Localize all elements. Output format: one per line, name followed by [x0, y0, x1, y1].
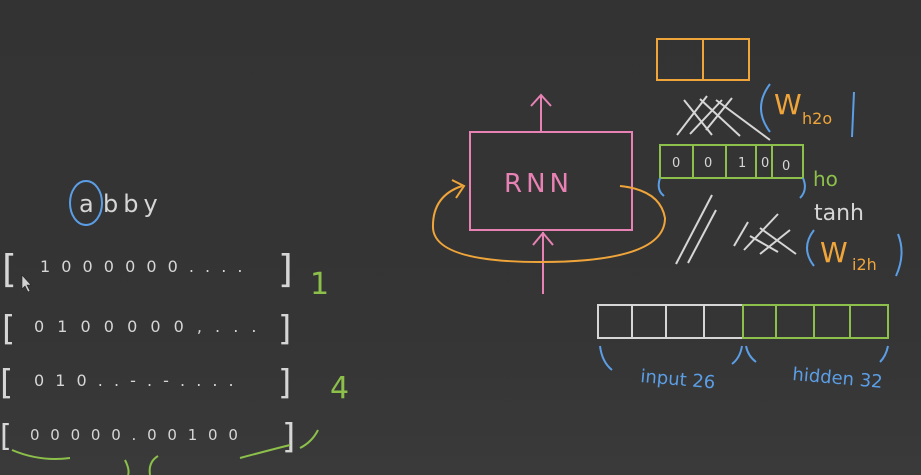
hidden-brace: [745, 345, 889, 363]
one-hot-matrix: [ 1 0 0 0 0 0 0 . . . . ] [ 0 1 0 0 0 0 …: [0, 247, 349, 475]
hidden-output-cell-1: 0: [672, 156, 680, 171]
hidden-vector-box: [742, 304, 889, 339]
rnn-diagram: RNN: [431, 93, 667, 294]
w-i2h-close-paren: [895, 233, 903, 277]
weight-in-subscript: i2h: [852, 255, 877, 274]
input-brace: [599, 345, 743, 371]
recurrent-loop-icon: [431, 179, 667, 264]
row-2-open-bracket: [: [2, 309, 15, 349]
row-3-digits: 0 1 0 . . - . - . . . .: [34, 371, 237, 390]
rnn-label: RNN: [504, 169, 573, 199]
hidden-output-cell-4: 0: [761, 156, 769, 171]
weight-out-subscript: h2o: [802, 109, 832, 128]
row-1-open-bracket: [: [2, 247, 17, 291]
hidden-output-cell-5: 0: [782, 159, 790, 174]
input-size-label: input 26: [640, 366, 716, 393]
count-4: 4: [330, 371, 349, 406]
weight-out-letter: W: [774, 88, 802, 121]
row-3-open-bracket: [: [0, 363, 13, 403]
row-4-digits: 0 0 0 0 0 . 0 0 1 0 0: [30, 426, 241, 444]
hidden-output-label: ho: [813, 167, 838, 191]
row-1-close-bracket: ]: [278, 247, 293, 291]
row-4-close-bracket: ]: [282, 417, 295, 457]
w-i2h-open-paren: [806, 229, 815, 267]
input-vector-box: [597, 304, 744, 339]
w-h2o-close-bar: [851, 91, 855, 138]
hidden-output-cell-2: 0: [704, 156, 712, 171]
row-3-close-bracket: ]: [278, 363, 291, 403]
hidden-output-cell-3: 1: [738, 156, 746, 171]
letter-highlight-circle: [69, 180, 103, 226]
i2h-connections: [675, 194, 797, 265]
row-1-digits: 1 0 0 0 0 0 0 . . . .: [40, 257, 245, 276]
row-4-open-bracket: [: [0, 419, 12, 454]
word-rest: bby: [103, 190, 163, 218]
count-1: 1: [310, 267, 329, 302]
hidden-output-brace: [657, 177, 806, 199]
network-internals: W h2o 0 0 1 0 0 ho tanh W i2h: [597, 38, 903, 394]
row-2-close-bracket: ]: [278, 309, 291, 349]
row-2-digits: 0 1 0 0 0 0 0 , . . .: [34, 317, 260, 336]
word-abby: a bby: [69, 180, 163, 226]
activation-label: tanh: [814, 201, 864, 226]
hidden-size-label: hidden 32: [792, 364, 884, 393]
hidden-output-vector: [659, 144, 804, 179]
rnn-box: [469, 131, 633, 231]
w-h2o-open-paren: [760, 83, 771, 133]
h2o-connections: [676, 95, 771, 141]
green-brace-bottom: [11, 444, 291, 475]
weight-in-letter: W: [820, 236, 848, 269]
mouse-cursor-icon: [21, 274, 32, 293]
input-arrow-icon: [532, 231, 554, 294]
word-first-letter: a: [79, 190, 94, 218]
output-arrow-icon: [530, 93, 552, 132]
green-brace-right: [299, 429, 319, 449]
